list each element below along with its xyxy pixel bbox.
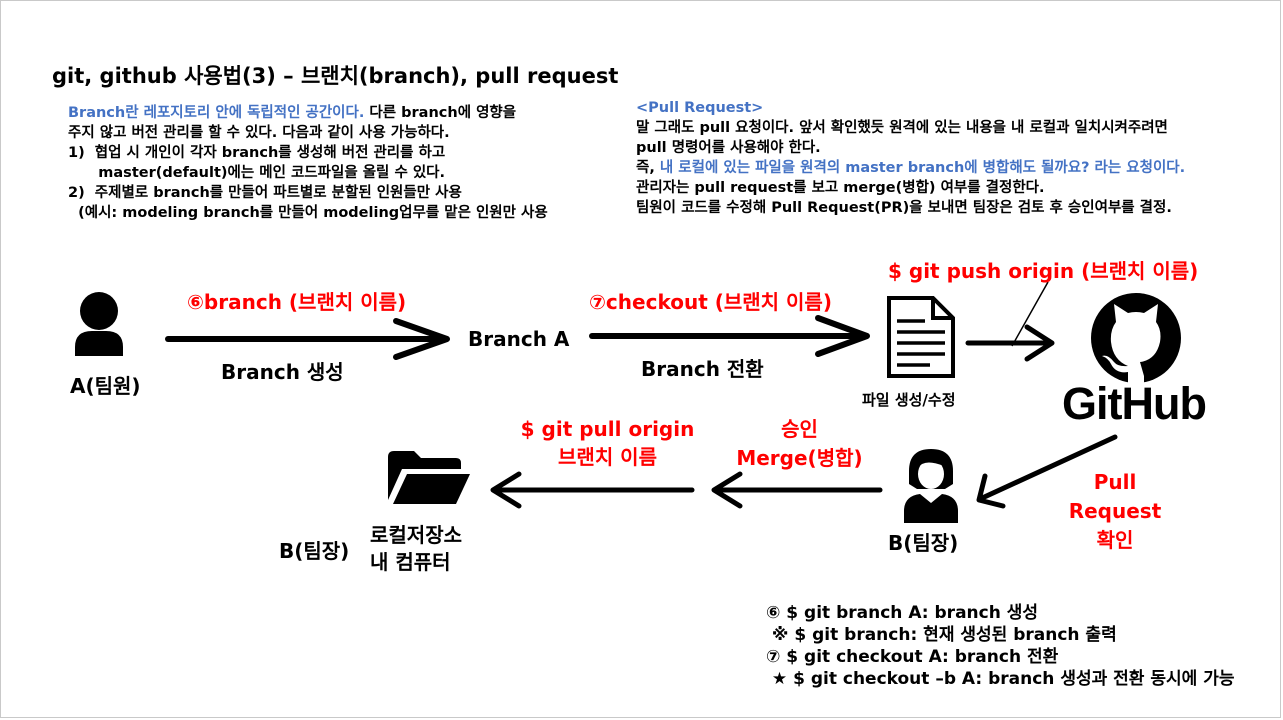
pull-request-heading: <Pull Request> (636, 100, 764, 116)
pr-desc-line-5: 팀원이 코드를 수정해 Pull Request(PR)을 보내면 팀장은 검토… (636, 200, 1172, 216)
document-icon (887, 296, 955, 378)
team-leader-label: B(팀장) (888, 531, 959, 555)
branch-switch-label: Branch 전환 (641, 357, 764, 381)
command-branch-create: ⑥ $ git branch A: branch 생성 (766, 603, 1039, 623)
github-wordmark-logo: GitHub (1062, 378, 1207, 429)
branch-description: Branch란 레포지토리 안에 독립적인 공간이다. 다른 branch에 영… (68, 103, 548, 223)
branch-create-label: Branch 생성 (221, 360, 344, 384)
branch-command-label: ⑥branch (브랜치 이름) (187, 290, 407, 314)
branch-desc-line-4: master(default)에는 메인 코드파일을 올릴 수 있다. (68, 165, 446, 181)
pr-desc-line-4: 관리자는 pull request를 보고 merge(병합) 여부를 결정한다… (636, 180, 1045, 196)
push-callout-line (1011, 281, 1049, 347)
pr-desc-line-3: 즉, 내 로컬에 있는 파일을 원격의 master branch에 병합해도 … (636, 160, 1186, 176)
arrow-branch-switch (589, 315, 870, 357)
arrow-push (965, 324, 1055, 362)
branch-a-label: Branch A (468, 327, 570, 351)
local-leader-label: B(팀장) (279, 539, 350, 563)
branch-desc-line-1: Branch란 레포지토리 안에 독립적인 공간이다. 다른 branch에 영… (68, 105, 517, 121)
folder-icon (388, 451, 470, 504)
arrow-pull (490, 471, 695, 509)
arrow-branch-create (165, 318, 450, 360)
local-repository-label: 로컬저장소 내 컴퓨터 (370, 523, 462, 574)
page-title: git, github 사용법(3) – 브랜치(branch), pull r… (52, 64, 619, 88)
branch-desc-line-2: 주지 않고 버전 관리를 할 수 있다. 다음과 같이 사용 가능하다. (68, 125, 450, 141)
pull-command-label: $ git pull origin 브랜치 이름 (520, 417, 695, 469)
pr-desc-line-2: pull 명령어를 사용해야 한다. (636, 140, 821, 156)
person-icon (75, 292, 123, 356)
file-edit-label: 파일 생성/수정 (862, 391, 956, 409)
branch-desc-line-6: (예시: modeling branch를 만들어 modeling업무를 맡은… (68, 205, 548, 221)
command-checkout: ⑦ $ git checkout A: branch 전환 (766, 647, 1059, 667)
checkout-command-label: ⑦checkout (브랜치 이름) (589, 290, 832, 314)
woman-person-icon (904, 449, 958, 523)
arrow-merge (711, 471, 883, 509)
command-reference: ⑥ $ git branch A: branch 생성 ※ $ git bran… (766, 602, 1234, 690)
approve-merge-label: 승인 Merge(병합) (736, 417, 863, 470)
github-octocat-icon (1091, 293, 1181, 383)
pull-request-description: <Pull Request> 말 그래도 pull 요청이다. 앞서 확인했듯 … (636, 98, 1185, 218)
branch-desc-line-3: 1) 협업 시 개인이 각자 branch를 생성해 버전 관리를 하고 (68, 145, 446, 161)
arrow-pull-request (976, 434, 1118, 509)
branch-desc-line-5: 2) 주제별로 branch를 만들어 파트별로 분할된 인원들만 사용 (68, 185, 462, 201)
user-a-label: A(팀원) (70, 374, 141, 398)
pull-request-check-label: Pull Request 확인 (1068, 470, 1162, 552)
command-checkout-create: ★ $ git checkout –b A: branch 생성과 전환 동시에… (766, 669, 1235, 689)
pr-desc-line-1: 말 그래도 pull 요청이다. 앞서 확인했듯 원격에 있는 내용을 내 로컬… (636, 120, 1168, 136)
command-branch-list: ※ $ git branch: 현재 생성된 branch 출력 (766, 625, 1117, 645)
push-command-label: $ git push origin (브랜치 이름) (888, 259, 1199, 283)
